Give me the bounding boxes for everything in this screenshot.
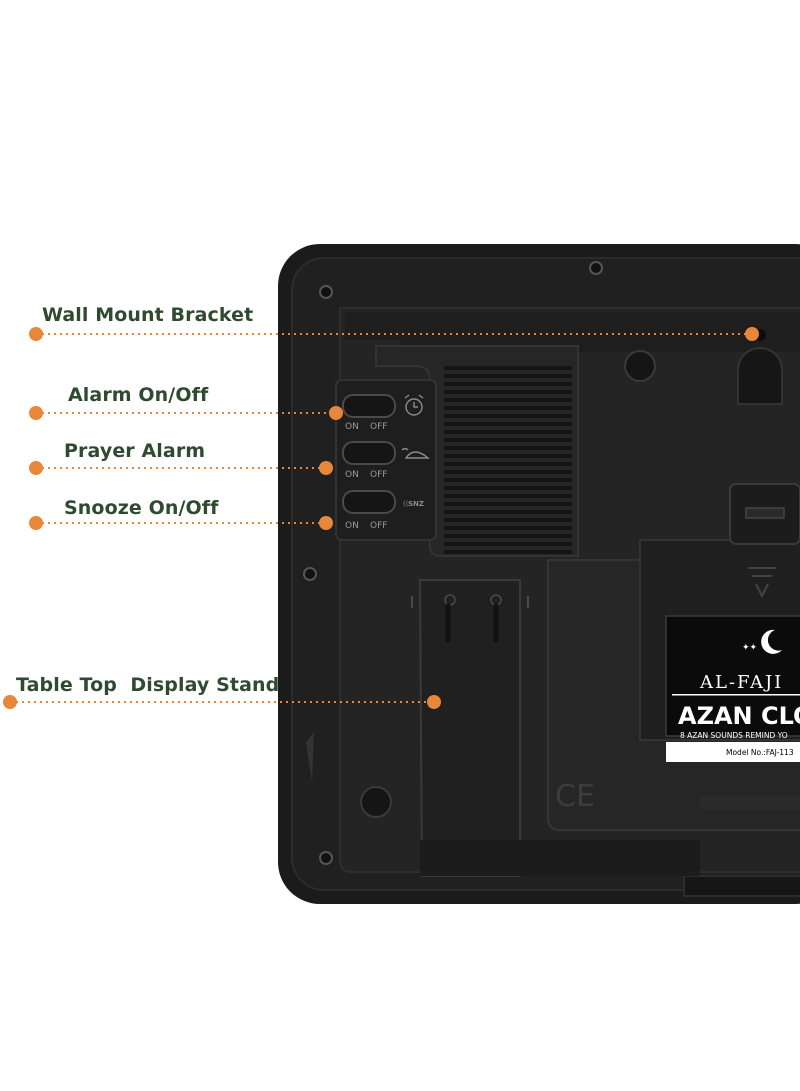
arrow-down-icon — [748, 567, 776, 599]
grille-slot — [444, 398, 572, 402]
alarm-clock-icon — [404, 394, 424, 416]
callout-snooze-on-off: Snooze On/Off — [64, 497, 219, 519]
screw — [319, 285, 333, 299]
grille-slot — [444, 390, 572, 394]
switch-on-label: ON — [345, 470, 359, 480]
grille-slot — [444, 446, 572, 450]
grille-slot — [444, 542, 572, 546]
grille-slot — [444, 534, 572, 538]
snooze-switch[interactable] — [342, 490, 396, 514]
keyhole-mount — [737, 347, 783, 405]
wall-mount-slot — [345, 312, 800, 352]
svg-text:((: (( — [403, 500, 409, 508]
screw — [319, 851, 333, 865]
grille-slot — [444, 486, 572, 490]
housing-foot-strip — [683, 875, 800, 897]
speaker-port — [700, 796, 800, 810]
grille-slot — [444, 438, 572, 442]
latch-tab — [745, 507, 785, 519]
prayer-icon — [401, 447, 430, 459]
grille-slot — [444, 550, 572, 554]
grille-slot — [444, 374, 572, 378]
grille-slot — [444, 454, 572, 458]
callout-table-top-display-stand: Table Top Display Stand — [16, 674, 280, 696]
stand-hinge — [411, 596, 529, 608]
grille-slot — [444, 478, 572, 482]
callout-leaders — [10, 333, 752, 703]
callout-alarm-on-off: Alarm On/Off — [68, 384, 209, 406]
screw — [303, 567, 317, 581]
product-title: AZAN CLO — [678, 702, 800, 730]
grille-slot — [444, 366, 572, 370]
product-tagline: 8 AZAN SOUNDS REMIND YO — [680, 731, 788, 740]
grille-slot — [444, 518, 572, 522]
grille-slot — [444, 430, 572, 434]
switch-on-label: ON — [345, 521, 359, 531]
rubber-foot — [360, 786, 392, 818]
grille-slot — [444, 494, 572, 498]
model-number: Model No.:FAJ-113 — [726, 748, 794, 757]
grille-slot — [444, 470, 572, 474]
model-strip — [666, 742, 800, 762]
crescent-stars-icon: ✦✦ — [742, 629, 782, 654]
grille-slot — [444, 526, 572, 530]
grille-slot — [444, 382, 572, 386]
table-top-stand — [418, 579, 521, 877]
product-label — [665, 615, 800, 737]
callout-prayer-alarm: Prayer Alarm — [64, 440, 206, 462]
grille-slot — [444, 502, 572, 506]
switch-off-label: OFF — [370, 521, 387, 531]
grille-slot — [444, 414, 572, 418]
grille-slot — [444, 406, 572, 410]
prayer-alarm-switch[interactable] — [342, 441, 396, 465]
switch-on-label: ON — [345, 422, 359, 432]
speaker-grille — [444, 366, 572, 554]
callout-dots — [3, 327, 759, 709]
side-notch — [306, 732, 314, 782]
brand-name: AL-FAJI — [699, 672, 783, 693]
grille-slot — [444, 422, 572, 426]
grille-slot — [444, 462, 572, 466]
stand-base — [420, 840, 700, 876]
snooze-icon: (( SNZ — [403, 500, 424, 508]
alarm-switch[interactable] — [342, 394, 396, 418]
ce-mark: CE — [555, 779, 595, 814]
screw — [589, 261, 603, 275]
rubber-foot — [624, 350, 656, 382]
grille-slot — [444, 510, 572, 514]
label-divider — [672, 694, 800, 696]
switch-off-label: OFF — [370, 470, 387, 480]
svg-text:SNZ: SNZ — [408, 500, 424, 508]
svg-text:✦✦: ✦✦ — [742, 643, 758, 653]
stand-slot — [445, 603, 499, 643]
callout-wall-mount-bracket: Wall Mount Bracket — [42, 304, 254, 326]
switch-off-label: OFF — [370, 422, 387, 432]
